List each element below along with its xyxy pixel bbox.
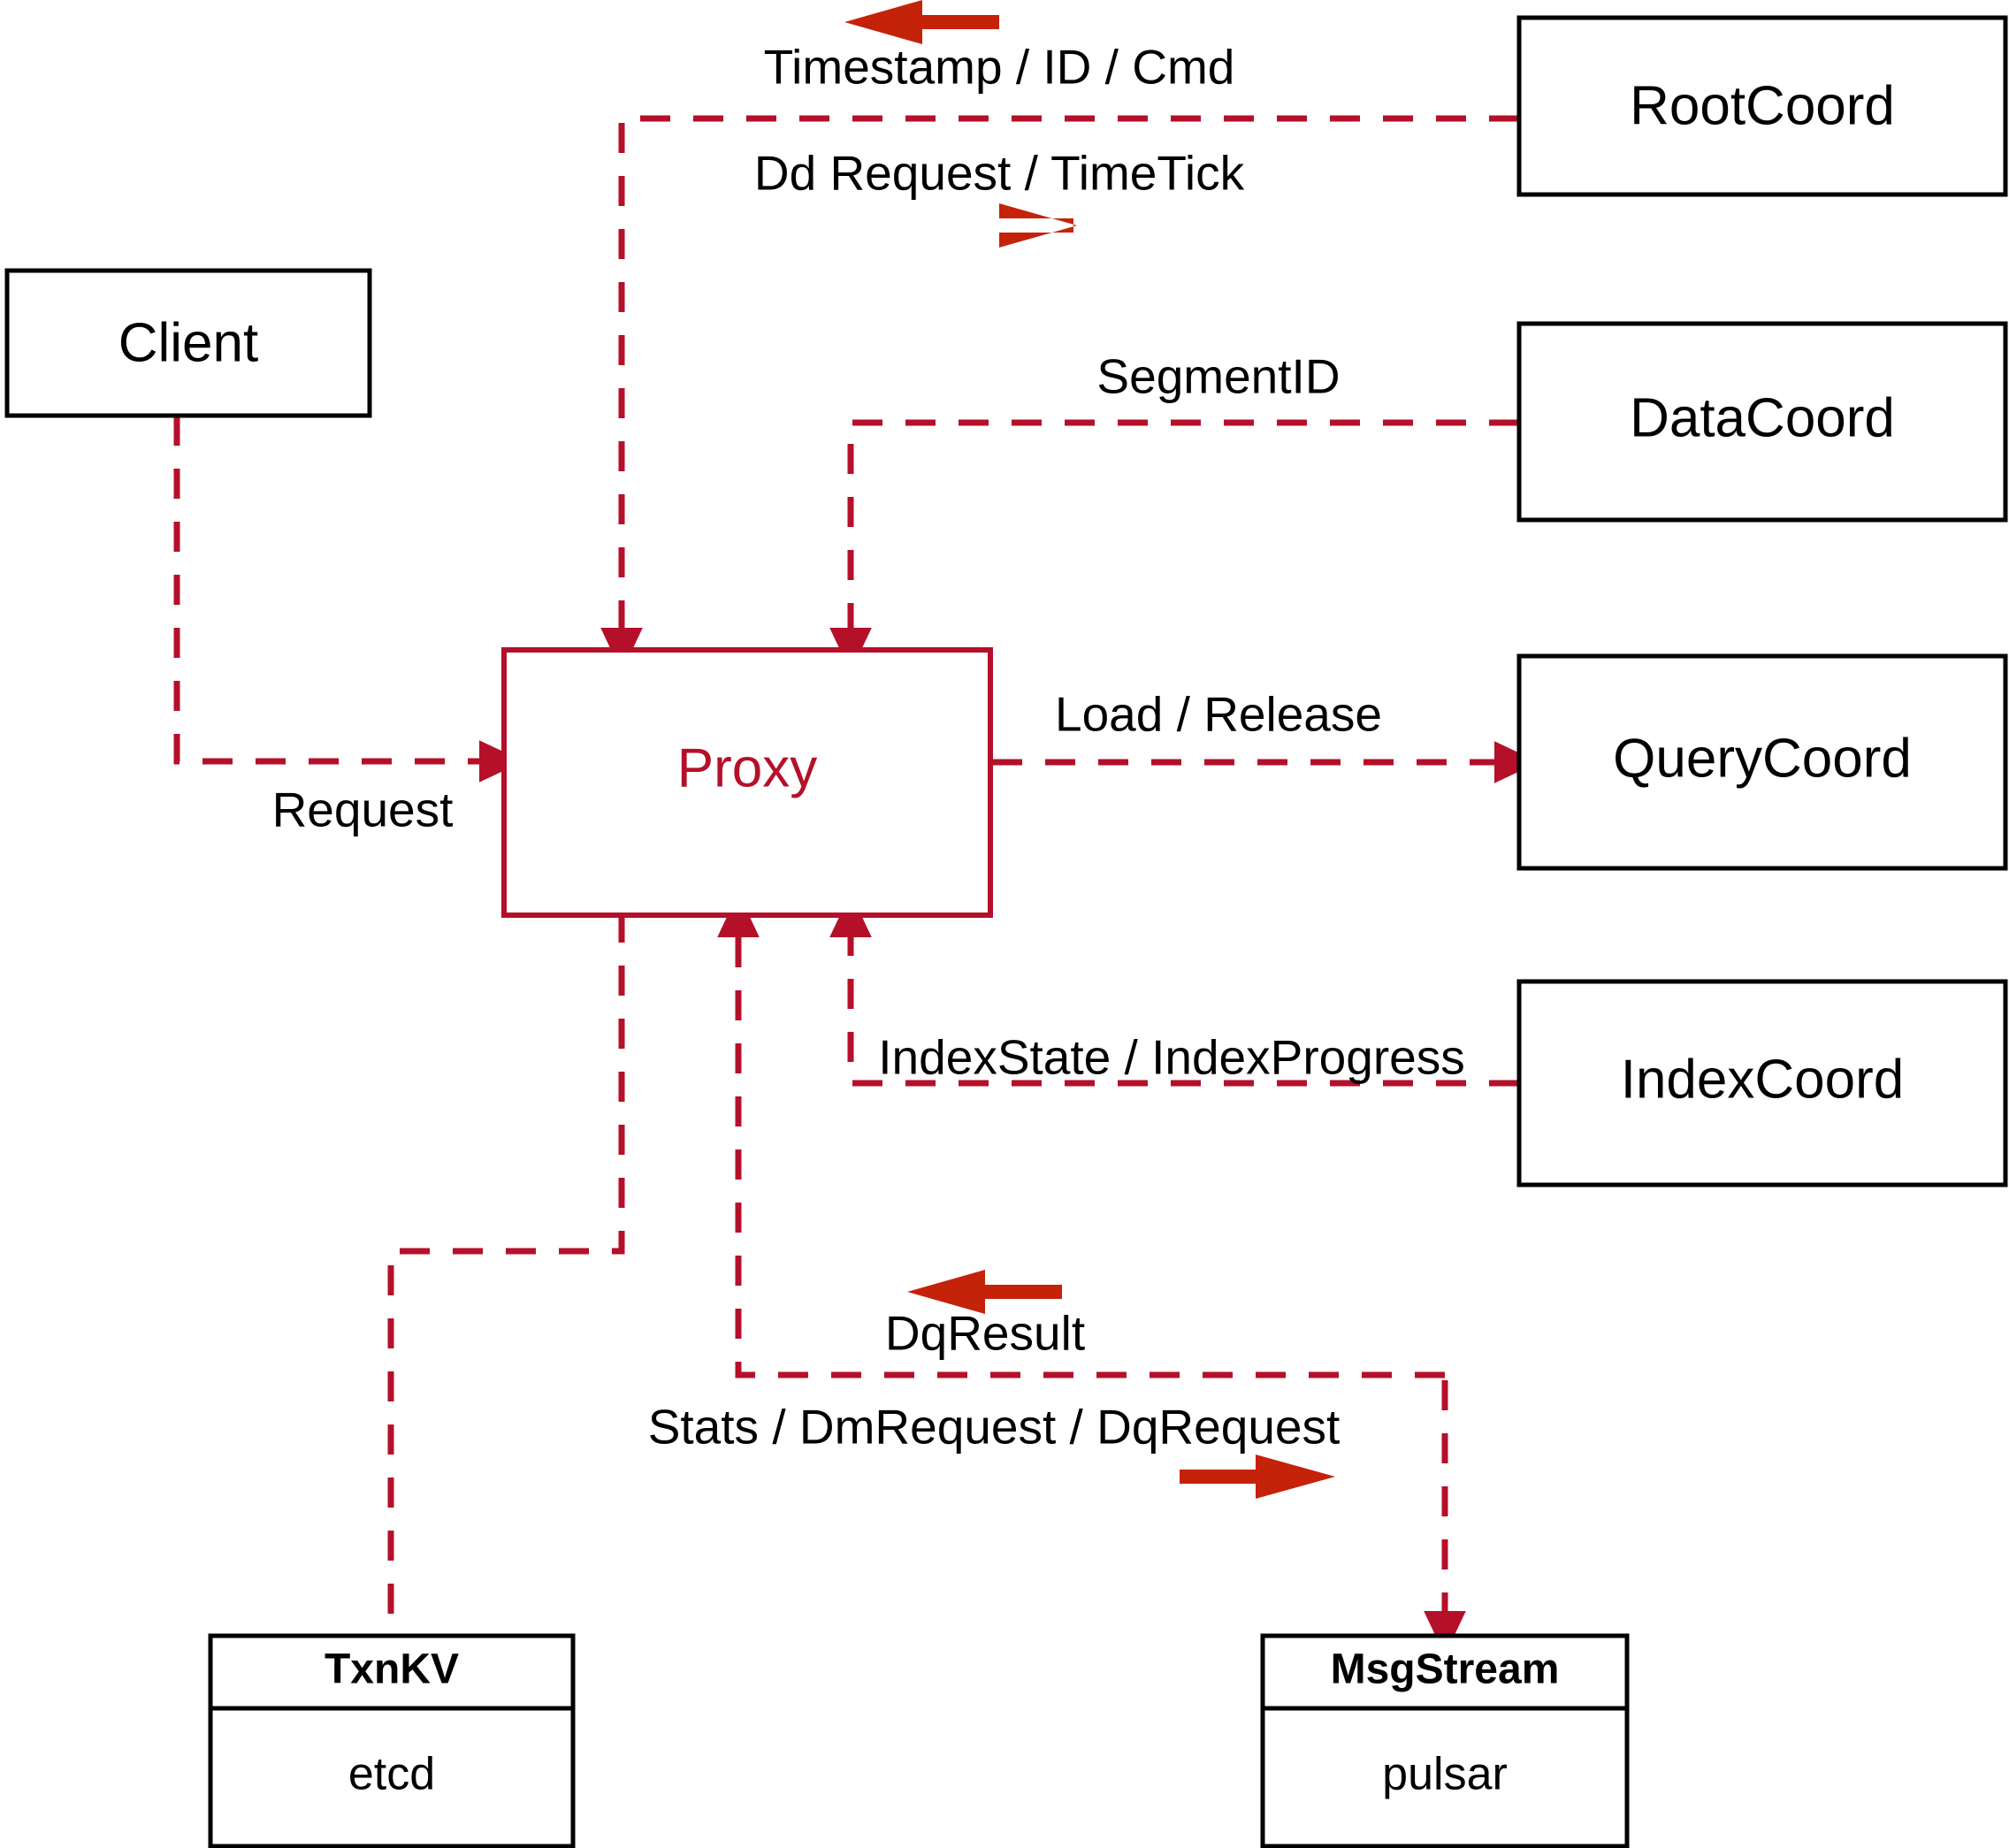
edge-label-dqresult: DqResult (885, 1306, 1085, 1361)
node-client-box[interactable] (4, 268, 372, 418)
node-datacoord-label: DataCoord (1630, 387, 1895, 448)
node-indexcoord[interactable]: IndexCoord (1516, 979, 2008, 1187)
node-txnkv-box[interactable] (208, 1633, 576, 1848)
node-datacoord[interactable]: DataCoord (1516, 321, 2008, 523)
edge-proxy-to-txnkv (387, 913, 625, 1636)
direction-arrow-right-icon-ddrequest (999, 203, 1077, 248)
edge-path-client-proxy (173, 416, 524, 783)
node-proxy-label: Proxy (677, 737, 817, 798)
node-txnkv[interactable]: TxnKV etcd (208, 1633, 576, 1848)
direction-arrow-right-icon-stats (1180, 1455, 1335, 1499)
edge-path-rootcoord-proxy (600, 115, 1519, 673)
edge-label-indexstate-indexprogress: IndexState / IndexProgress (878, 1030, 1464, 1085)
node-msgstream[interactable]: MsgStream pulsar (1260, 1633, 1630, 1848)
node-querycoord-label: QueryCoord (1613, 728, 1912, 789)
node-proxy-box[interactable] (501, 647, 993, 918)
edge-path-proxy-txnkv (387, 913, 625, 1636)
node-datacoord-box[interactable] (1516, 321, 2008, 523)
edge-rootcoord-to-proxy (600, 115, 1519, 673)
node-msgstream-impl-label: pulsar (1382, 1749, 1508, 1800)
node-indexcoord-label: IndexCoord (1621, 1049, 1905, 1110)
node-msgstream-box[interactable] (1260, 1633, 1630, 1848)
node-rootcoord[interactable]: RootCoord (1516, 15, 2008, 197)
edge-msgstream-to-proxy (717, 892, 1445, 1378)
edge-label-segmentid: SegmentID (1096, 349, 1340, 404)
node-querycoord[interactable]: QueryCoord (1516, 653, 2008, 871)
edge-label-dd-request-timetick: Dd Request / TimeTick (754, 146, 1245, 201)
direction-arrow-left-icon-timestamp (844, 0, 999, 44)
node-indexcoord-box[interactable] (1516, 979, 2008, 1187)
edge-label-timestamp-id-cmd: Timestamp / ID / Cmd (764, 40, 1235, 95)
direction-arrow-left-icon-dqresult (907, 1270, 1062, 1314)
node-rootcoord-box[interactable] (1516, 15, 2008, 197)
edge-label-load-release: Load / Release (1055, 687, 1382, 742)
node-rootcoord-label: RootCoord (1630, 75, 1895, 136)
edge-path-datacoord-proxy (829, 419, 1519, 673)
node-msgstream-label: MsgStream (1331, 1646, 1560, 1693)
edge-client-to-proxy (173, 416, 524, 783)
edge-label-request: Request (272, 783, 454, 837)
edge-indexcoord-to-proxy (829, 892, 1519, 1087)
node-client-label: Client (118, 312, 259, 373)
node-client[interactable]: Client (4, 268, 372, 418)
node-querycoord-box[interactable] (1516, 653, 2008, 871)
node-txnkv-impl-label: etcd (348, 1749, 435, 1800)
edge-path-msgstream-proxy (717, 892, 1445, 1378)
node-txnkv-label: TxnKV (325, 1646, 459, 1693)
edge-path-indexcoord-proxy (829, 892, 1519, 1087)
edge-label-stats-dmrequest-dqrequest: Stats / DmRequest / DqRequest (648, 1400, 1341, 1455)
node-proxy[interactable]: Proxy (501, 647, 993, 918)
edge-datacoord-to-proxy (829, 419, 1519, 673)
